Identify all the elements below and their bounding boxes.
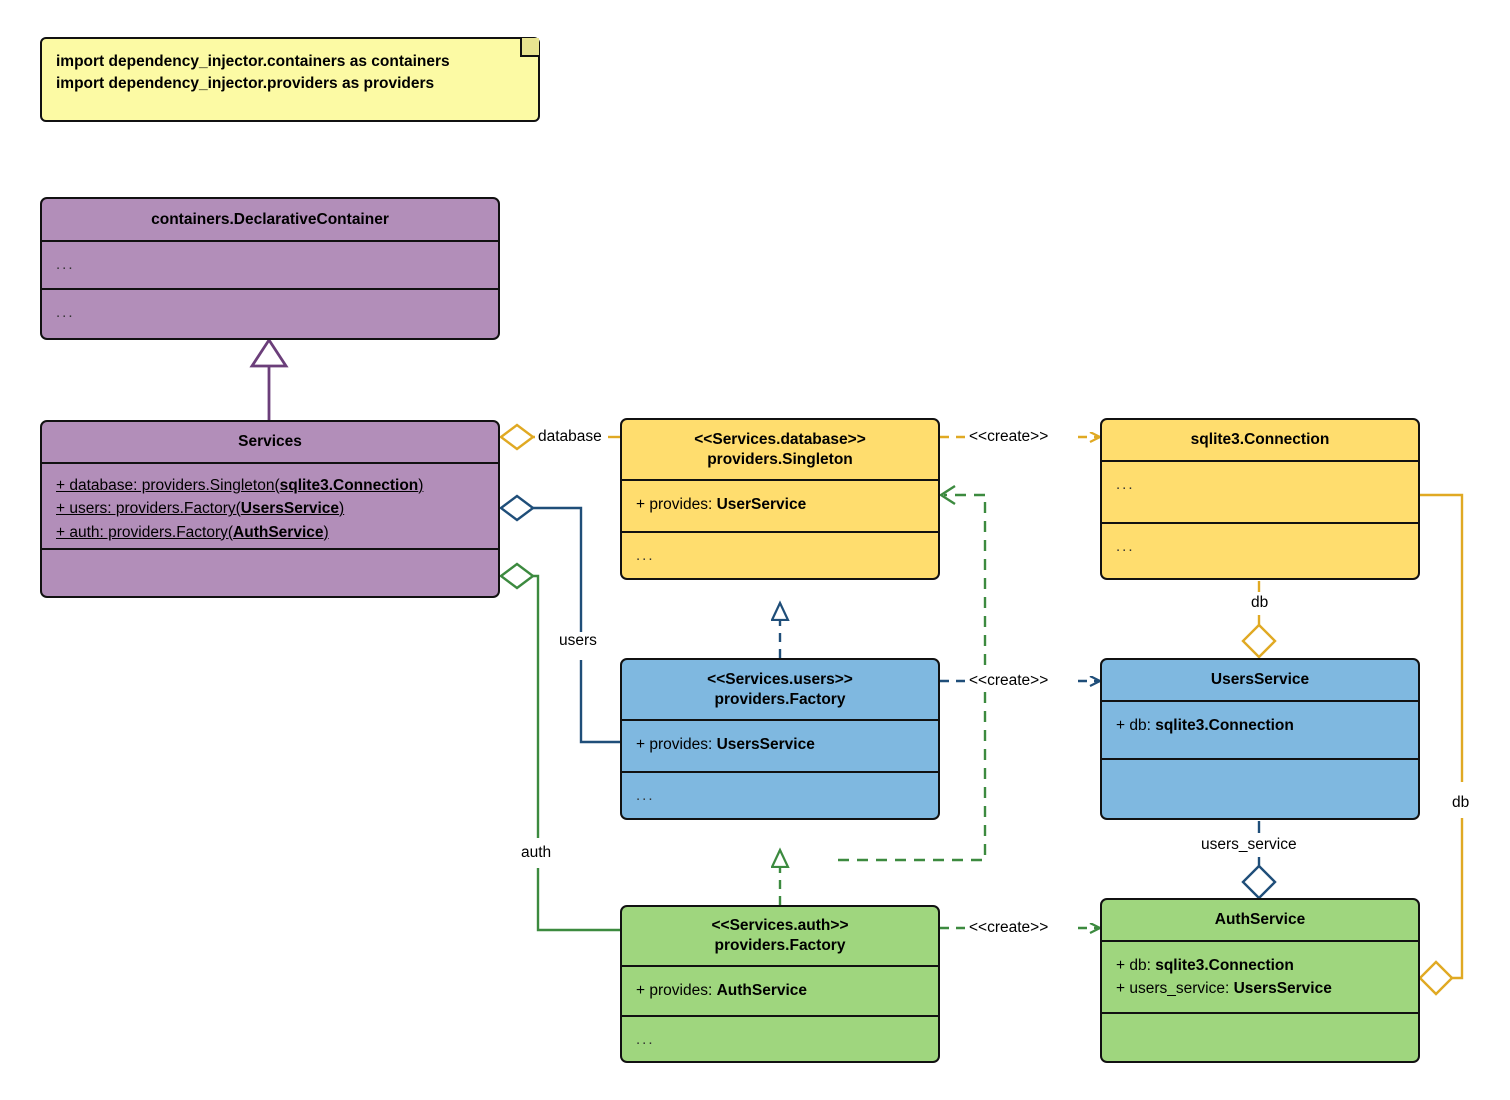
attribute-provides: + provides: UserService xyxy=(636,493,924,516)
edge-label-create-users: <<create>> xyxy=(966,672,1052,690)
attribute-users-service: + users_service: UsersService xyxy=(1116,977,1404,1000)
attribute-database: + database: providers.Singleton(sqlite3.… xyxy=(56,477,424,494)
class-attributes-declarative-container: ... xyxy=(42,240,498,288)
class-box-services[interactable]: Services + database: providers.Singleton… xyxy=(40,420,500,598)
attribute-label: + db: xyxy=(1116,957,1151,974)
method-placeholder: ... xyxy=(636,1031,655,1048)
class-box-services-auth[interactable]: <<Services.auth>> providers.Factory + pr… xyxy=(620,905,940,1063)
class-header-services-database: <<Services.database>> providers.Singleto… xyxy=(622,420,938,479)
class-title: providers.Factory xyxy=(714,690,846,708)
class-header-sqlite3-connection: sqlite3.Connection xyxy=(1102,420,1418,460)
attribute-label: + db: xyxy=(1116,717,1151,734)
class-methods-users-service xyxy=(1102,758,1418,818)
class-title: containers.DeclarativeContainer xyxy=(151,210,389,228)
attribute-provides: + provides: AuthService xyxy=(636,979,924,1002)
attribute-label: + users_service: xyxy=(1116,980,1230,998)
class-title: providers.Singleton xyxy=(707,450,853,468)
edge-label-database: database xyxy=(535,428,605,446)
class-methods-declarative-container: ... xyxy=(42,288,498,338)
attribute-placeholder: ... xyxy=(56,256,75,273)
class-title: providers.Factory xyxy=(714,937,846,954)
attribute-label: + provides: xyxy=(636,496,713,513)
class-title: UsersService xyxy=(1210,671,1310,689)
attribute-users: + users: providers.Factory(UsersService) xyxy=(56,500,345,518)
import-note: import dependency_injector.containers as… xyxy=(40,37,540,122)
class-stereotype: <<Services.auth>> xyxy=(711,917,849,935)
class-box-auth-service[interactable]: AuthService + db: sqlite3.Connection + u… xyxy=(1100,898,1420,1063)
edge-services-users xyxy=(499,494,620,744)
edge-label-db-auth: db xyxy=(1449,794,1473,812)
class-attributes-services-auth: + provides: AuthService xyxy=(622,965,938,1015)
note-line-1: import dependency_injector.containers as… xyxy=(56,53,450,70)
class-title: Services xyxy=(238,433,302,451)
class-attributes-auth-service: + db: sqlite3.Connection + users_service… xyxy=(1102,940,1418,1012)
edge-label-db-users: db xyxy=(1248,594,1272,612)
attribute-auth: + auth: providers.Factory(AuthService) xyxy=(56,523,329,541)
edge-db-authservice xyxy=(1418,493,1464,996)
attribute-db: + db: sqlite3.Connection xyxy=(1116,954,1404,977)
class-header-declarative-container: containers.DeclarativeContainer xyxy=(42,199,498,240)
class-box-services-users[interactable]: <<Services.users>> providers.Factory + p… xyxy=(620,658,940,820)
class-header-auth-service: AuthService xyxy=(1102,900,1418,940)
attribute-value: UsersService xyxy=(1233,980,1332,998)
class-attributes-services: + database: providers.Singleton(sqlite3.… xyxy=(42,462,498,548)
method-placeholder: ... xyxy=(1116,538,1135,555)
class-attributes-sqlite3-connection: ... xyxy=(1102,460,1418,522)
attribute-value: sqlite3.Connection xyxy=(1155,957,1294,974)
class-attributes-services-database: + provides: UserService xyxy=(622,479,938,531)
attribute-value: UserService xyxy=(716,496,807,513)
attribute-provides: + provides: UsersService xyxy=(636,733,924,756)
class-title: sqlite3.Connection xyxy=(1190,431,1330,449)
class-box-services-database[interactable]: <<Services.database>> providers.Singleto… xyxy=(620,418,940,580)
attribute-db: + db: sqlite3.Connection xyxy=(1116,714,1404,737)
class-stereotype: <<Services.database>> xyxy=(694,430,866,448)
method-placeholder: ... xyxy=(56,304,75,321)
class-methods-services-auth: ... xyxy=(622,1015,938,1061)
edge-dep-auth-database xyxy=(838,484,987,862)
edge-label-auth: auth xyxy=(518,844,555,862)
class-methods-sqlite3-connection: ... xyxy=(1102,522,1418,578)
attribute-value: UsersService xyxy=(716,736,815,753)
class-box-declarative-container[interactable]: containers.DeclarativeContainer ... ... xyxy=(40,197,500,340)
class-header-services: Services xyxy=(42,422,498,462)
class-header-services-auth: <<Services.auth>> providers.Factory xyxy=(622,907,938,965)
class-attributes-services-users: + provides: UsersService xyxy=(622,719,938,771)
edge-label-create-database: <<create>> xyxy=(966,428,1052,446)
attribute-placeholder: ... xyxy=(1116,476,1135,493)
edge-label-users: users xyxy=(556,632,600,650)
method-placeholder: ... xyxy=(636,787,655,804)
class-box-sqlite3-connection[interactable]: sqlite3.Connection ... ... xyxy=(1100,418,1420,580)
class-methods-auth-service xyxy=(1102,1012,1418,1061)
note-fold-corner xyxy=(520,38,539,57)
edge-label-create-auth: <<create>> xyxy=(966,919,1052,937)
note-line-2: import dependency_injector.providers as … xyxy=(56,75,435,93)
attribute-value: AuthService xyxy=(716,982,808,999)
class-header-services-users: <<Services.users>> providers.Factory xyxy=(622,660,938,719)
attribute-label: + provides: xyxy=(636,736,713,753)
edge-inheritance-services xyxy=(249,337,289,420)
class-stereotype: <<Services.users>> xyxy=(707,670,853,688)
class-box-users-service[interactable]: UsersService + db: sqlite3.Connection xyxy=(1100,658,1420,820)
edge-label-users-service: users_service xyxy=(1198,836,1300,854)
class-attributes-users-service: + db: sqlite3.Connection xyxy=(1102,700,1418,758)
edge-usersservice-authservice xyxy=(1241,821,1277,900)
attribute-value: sqlite3.Connection xyxy=(1155,717,1294,734)
class-title: AuthService xyxy=(1214,911,1306,929)
class-methods-services xyxy=(42,548,498,596)
method-placeholder: ... xyxy=(636,547,655,564)
class-methods-services-users: ... xyxy=(622,771,938,818)
edge-db-usersservice xyxy=(1241,581,1277,659)
edge-services-auth xyxy=(499,562,620,932)
class-methods-services-database: ... xyxy=(622,531,938,578)
attribute-label: + provides: xyxy=(636,982,713,999)
class-header-users-service: UsersService xyxy=(1102,660,1418,700)
